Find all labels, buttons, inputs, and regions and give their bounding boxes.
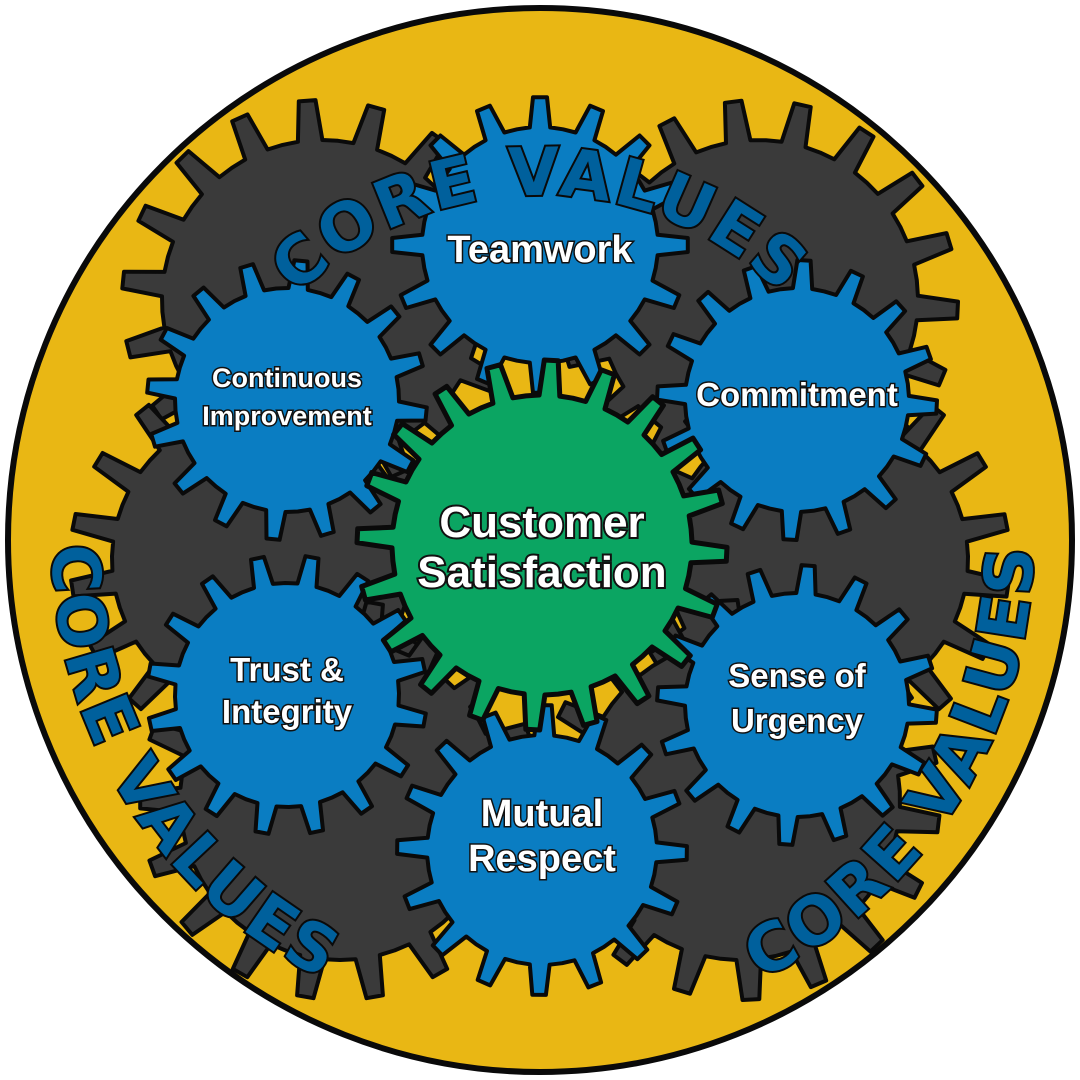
gear-label-continuous-improvement-1: Continuous — [212, 363, 362, 393]
gear-label-commitment: Commitment — [696, 376, 898, 413]
gear-label-mutual-1: Mutual — [481, 793, 603, 835]
blue-gear-trust-integrity — [146, 554, 428, 836]
gear-label-customer-2: Satisfaction — [417, 548, 666, 597]
gear-label-customer-1: Customer — [439, 498, 644, 547]
gear-label-trust-1: Trust & — [230, 651, 344, 688]
gear-label-continuous-improvement-2: Improvement — [202, 401, 372, 431]
blue-gear-layer — [145, 95, 939, 997]
center-gear-layer — [354, 357, 730, 733]
blue-gear-teamwork — [390, 95, 690, 395]
center-gear-customer-satisfaction — [354, 357, 730, 733]
gear-label-teamwork: Teamwork — [447, 229, 633, 271]
blue-gear-sense-of-urgency — [655, 563, 939, 847]
blue-gear-continuous-improvement — [145, 258, 429, 542]
gear-label-urgency-1: Sense of — [728, 657, 867, 694]
blue-gear-commitment — [655, 258, 939, 542]
gear-label-trust-2: Integrity — [222, 693, 353, 730]
gear-label-mutual-2: Respect — [468, 838, 616, 880]
gear-label-urgency-2: Urgency — [731, 702, 864, 739]
